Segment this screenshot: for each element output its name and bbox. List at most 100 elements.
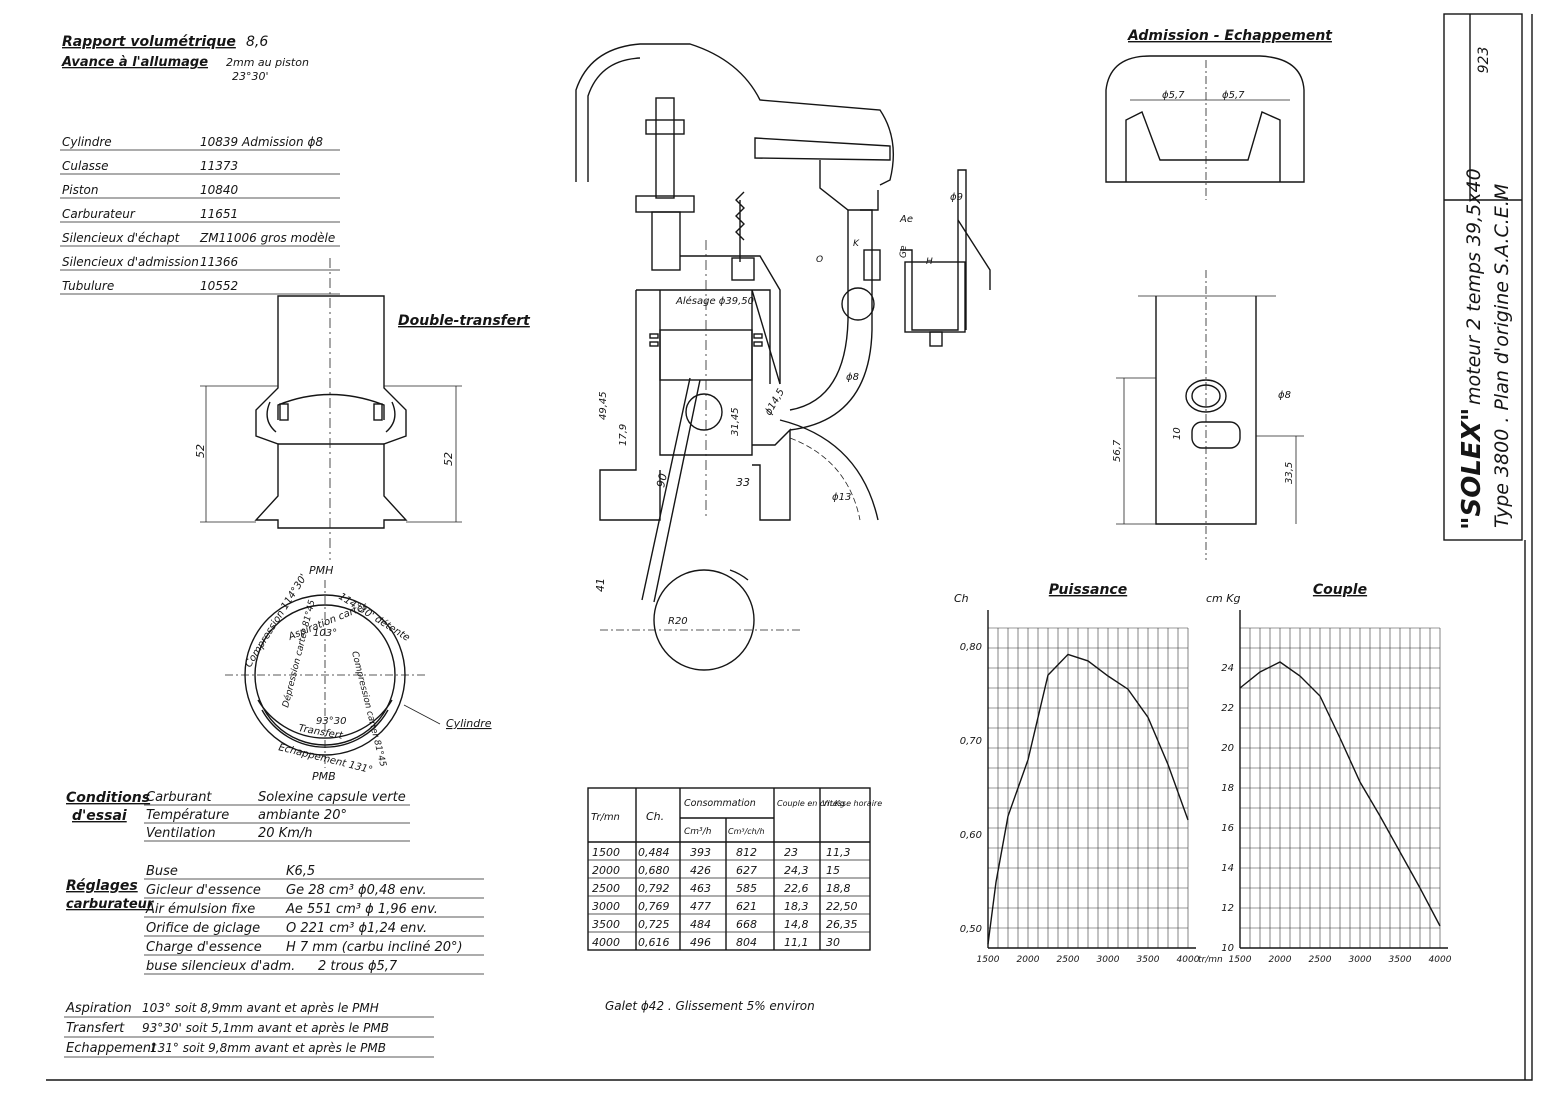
x-tick-label: 3000 xyxy=(1097,955,1120,965)
y-tick-label: 24 xyxy=(1221,663,1234,674)
adm-dim-10: 10 xyxy=(1172,427,1183,440)
timing-note-label: Echappement xyxy=(66,1041,157,1056)
part-ref: ZM11006 gros modèle xyxy=(199,231,335,245)
timing-compression-carter: Compression carter 81°45 xyxy=(349,650,387,768)
parts-list: Cylindre 10839 Admission ϕ8 Culasse 11373Pi… xyxy=(60,135,340,295)
conditions-title-2: d'essai xyxy=(72,808,127,824)
reglage-label: buse silencieux d'adm. xyxy=(146,959,295,974)
dim-41: 41 xyxy=(594,578,607,592)
x-tick-label: 2500 xyxy=(1309,955,1332,965)
table-cell: 477 xyxy=(690,900,711,913)
label-alesage: Alésage ϕ39,50 xyxy=(675,295,754,307)
label-ae: Ae xyxy=(899,214,913,225)
reglage-value: Ge 28 cm³ ϕ0,48 env. xyxy=(286,883,427,898)
dim-phi8: ϕ8 xyxy=(846,372,859,383)
chart-title: Puissance xyxy=(1049,582,1127,598)
label-ge: Ge xyxy=(899,245,909,258)
table-cell: 668 xyxy=(736,918,757,931)
y-tick-label: 20 xyxy=(1221,743,1234,754)
series-line xyxy=(987,653,1189,945)
part-name: Silencieux d'admission xyxy=(62,255,199,269)
reglage-label: Air émulsion fixe xyxy=(145,902,255,917)
table-cell: 18,3 xyxy=(784,900,809,913)
reglage-label: Gicleur d'essence xyxy=(146,883,261,898)
conditions-block: Conditions d'essai Carburant Solexine cap… xyxy=(66,790,410,842)
table-cell: 463 xyxy=(690,882,711,895)
y-tick-label: 22 xyxy=(1221,703,1234,714)
adm-dim-567: 56,7 xyxy=(1112,439,1123,462)
timing-pmb: PMB xyxy=(312,770,336,783)
y-axis-label: cm Kg xyxy=(1206,592,1240,605)
dim-r20: R20 xyxy=(668,616,688,627)
x-axis-label: tr/mn xyxy=(1198,955,1223,965)
timing-note-label: Aspiration xyxy=(65,1001,132,1016)
reglages-title-2: carburateur xyxy=(66,897,155,912)
condition-label: Carburant xyxy=(146,790,212,805)
dim-145: ϕ14,5 xyxy=(763,387,787,418)
y-tick-label: 0,80 xyxy=(960,642,982,653)
dim-4945: 49,45 xyxy=(598,391,609,420)
reglage-value: K6,5 xyxy=(286,864,315,879)
part-ref: 11651 xyxy=(200,207,238,221)
x-tick-label: 3500 xyxy=(1389,955,1412,965)
dim-33: 33 xyxy=(736,476,750,489)
table-cell: 18,8 xyxy=(826,882,851,895)
condition-label: Ventilation xyxy=(146,826,216,841)
label-h: H xyxy=(926,257,933,267)
double-transfert-drawing: Double-transfert 52 52 xyxy=(194,258,531,560)
title-brand: "SOLEX" xyxy=(1457,408,1487,530)
condition-value: 20 Km/h xyxy=(258,826,312,841)
condition-value: ambiante 20° xyxy=(258,808,347,823)
condition-value: Solexine capsule verte xyxy=(258,790,406,805)
part-ref: 10839 Admission ϕ8 xyxy=(200,135,323,149)
adm-ech-title: Admission - Echappement xyxy=(1127,28,1333,44)
y-axis-label: Ch xyxy=(954,592,969,605)
table-head-cm3chh: Cm³/ch/h xyxy=(728,827,765,836)
y-tick-label: 14 xyxy=(1221,863,1234,874)
table-cell: 627 xyxy=(736,864,757,877)
table-cell: 4000 xyxy=(592,936,620,949)
part-ref: 11366 xyxy=(200,255,239,269)
timing-note-label: Transfert xyxy=(66,1021,125,1036)
table-cell: 30 xyxy=(826,936,840,949)
reglage-value: O 221 cm³ ϕ1,24 env. xyxy=(286,921,427,936)
dim-90: 90 xyxy=(654,472,670,488)
y-tick-label: 0,50 xyxy=(960,924,982,935)
part-ref: 11373 xyxy=(200,159,238,173)
timing-cylindre-label: Cylindre xyxy=(446,717,492,730)
rapport-label: Rapport volumétrique xyxy=(62,34,236,50)
dim-52-left: 52 xyxy=(194,444,207,458)
timing-transfert-angle: 93°30 xyxy=(316,716,346,727)
table-head-conso: Consommation xyxy=(684,798,756,809)
performance-table: Tr/mn Ch. Consommation Cm³/h Cm³/ch/h Co… xyxy=(587,787,882,951)
sheet-border xyxy=(46,14,1533,1081)
table-cell: 26,35 xyxy=(826,918,858,931)
title-engine: moteur 2 temps 39,5x40 xyxy=(1463,168,1485,405)
rapport-value: 8,6 xyxy=(246,34,268,50)
label-o: O xyxy=(816,255,823,265)
label-k: K xyxy=(853,239,860,249)
dim-phi9: ϕ9 xyxy=(950,192,963,203)
timing-note-value: 131° soit 9,8mm avant et après le PMB xyxy=(150,1041,386,1055)
condition-label: Température xyxy=(146,808,229,823)
conditions-title-1: Conditions xyxy=(66,790,150,806)
table-head-vitesse: Vitesse horaire xyxy=(822,799,882,808)
part-name: Piston xyxy=(62,183,98,197)
reglages-title-1: Réglages xyxy=(66,878,138,894)
part-name: Culasse xyxy=(62,159,109,173)
timing-aspiration-angle: 103° xyxy=(313,628,337,639)
table-cell: 1500 xyxy=(592,846,620,859)
x-tick-label: 4000 xyxy=(1429,955,1452,965)
table-cell: 496 xyxy=(690,936,711,949)
x-tick-label: 4000 xyxy=(1177,955,1200,965)
dim-phi13: ϕ13 xyxy=(832,492,851,503)
admission-echappement-drawing: Admission - Echappement ϕ5,7 ϕ5,7 ϕ8 56,… xyxy=(1105,28,1333,560)
part-name: Cylindre xyxy=(62,135,112,149)
table-head-couple: Couple en cm.Kg xyxy=(777,799,845,808)
timing-diagram: PMH PMB Compression 114°30' 114°30' déte… xyxy=(225,564,492,783)
x-tick-label: 2000 xyxy=(1017,955,1040,965)
